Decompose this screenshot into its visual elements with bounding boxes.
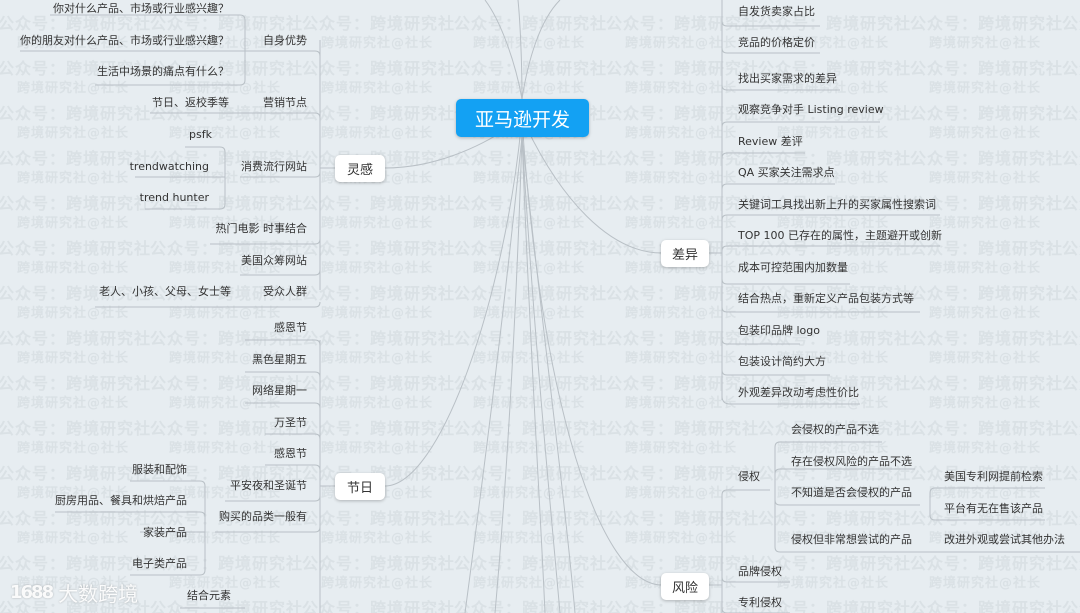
- topic-brand-infringement[interactable]: 品牌侵权: [738, 565, 782, 578]
- topic-infringement[interactable]: 侵权: [738, 470, 760, 483]
- topic-thanksgiving[interactable]: 感恩节: [274, 447, 307, 460]
- topic-trend-sites[interactable]: 消费流行网站: [241, 160, 307, 173]
- topic-item[interactable]: 你对什么产品、市场或行业感兴趣？: [53, 2, 229, 15]
- branch-node-risk[interactable]: 风险: [661, 573, 709, 600]
- topic-item[interactable]: 结合热点，重新定义产品包装方式等: [738, 292, 914, 305]
- topic-item[interactable]: 改进外观或尝试其他办法: [944, 533, 1065, 546]
- topic-hot-movies[interactable]: 热门电影 时事结合: [215, 222, 308, 235]
- topic-item[interactable]: 你的朋友对什么产品、市场或行业感兴趣？: [20, 34, 229, 47]
- topic-item[interactable]: 包装印品牌 logo: [738, 324, 820, 337]
- logo-text: 大数跨境: [58, 582, 139, 606]
- topic-item[interactable]: 节日、返校季等: [152, 96, 229, 109]
- topic-item[interactable]: 侵权但非常想尝试的产品: [791, 533, 912, 546]
- branch-label: 节日: [346, 481, 373, 496]
- topic-item[interactable]: psfk: [189, 128, 212, 141]
- topic-self-advantage[interactable]: 自身优势: [263, 34, 307, 47]
- topic-crowdfunding[interactable]: 美国众筹网站: [241, 254, 307, 267]
- topic-item[interactable]: 老人、小孩、父母、女士等: [99, 285, 231, 298]
- branch-node-inspiration[interactable]: 灵感: [335, 155, 385, 182]
- topic-black-friday[interactable]: 黑色星期五: [252, 353, 307, 366]
- topic-item[interactable]: 电子类产品: [132, 557, 187, 570]
- topic-item[interactable]: trendwatching: [129, 160, 209, 173]
- topic-categories[interactable]: 购买的品类一般有: [219, 510, 307, 523]
- topic-christmas[interactable]: 平安夜和圣诞节: [230, 479, 307, 492]
- topic-item[interactable]: 找出买家需求的差异: [738, 72, 837, 85]
- topic-item[interactable]: 观察竞争对手 Listing review: [738, 103, 884, 116]
- topic-item[interactable]: 美国专利网提前检索: [944, 470, 1043, 483]
- topic-item[interactable]: 不知道是否会侵权的产品: [791, 486, 912, 499]
- topic-item[interactable]: 厨房用品、餐具和烘焙产品: [55, 494, 187, 507]
- topic-cyber-monday[interactable]: 网络星期一: [252, 384, 307, 397]
- root-node[interactable]: 亚马逊开发: [456, 99, 589, 137]
- topic-item[interactable]: 会侵权的产品不选: [791, 423, 879, 436]
- topic-marketing-nodes[interactable]: 营销节点: [263, 96, 307, 109]
- topic-combine-elements[interactable]: 结合元素: [187, 589, 231, 602]
- branch-node-holidays[interactable]: 节日: [335, 473, 385, 500]
- topic-item[interactable]: 存在侵权风险的产品不选: [791, 455, 912, 468]
- branch-label: 风险: [671, 581, 698, 596]
- topic-item[interactable]: 关键词工具找出新上升的买家属性搜索词: [738, 198, 936, 211]
- topic-thanksgiving[interactable]: 感恩节: [274, 321, 307, 334]
- topic-item[interactable]: 生活中场景的痛点有什么？: [97, 65, 229, 78]
- topic-item[interactable]: 竞品的价格定价: [738, 36, 815, 49]
- topic-item[interactable]: 包装设计简约大方: [738, 355, 826, 368]
- root-node-label: 亚马逊开发: [474, 108, 570, 131]
- topic-item[interactable]: 自发货卖家占比: [738, 5, 815, 18]
- topic-item[interactable]: 成本可控范围内加数量: [738, 261, 848, 274]
- topic-item[interactable]: 平台有无在售该产品: [944, 502, 1043, 515]
- topic-item[interactable]: Review 差评: [738, 135, 803, 148]
- topic-item[interactable]: TOP 100 已存在的属性，主题避开或创新: [738, 229, 942, 242]
- topic-item[interactable]: 外观差异改动考虑性价比: [738, 386, 859, 399]
- branch-node-difference[interactable]: 差异: [661, 240, 709, 267]
- topic-audience[interactable]: 受众人群: [263, 285, 307, 298]
- topic-item[interactable]: QA 买家关注需求点: [738, 166, 835, 179]
- branch-label: 差异: [671, 248, 698, 263]
- topic-patent-infringement[interactable]: 专利侵权: [738, 596, 782, 609]
- topic-item[interactable]: 服装和配饰: [132, 463, 187, 476]
- topic-item[interactable]: 家装产品: [143, 526, 187, 539]
- topic-halloween[interactable]: 万圣节: [274, 416, 307, 429]
- topic-item[interactable]: trend hunter: [139, 191, 209, 204]
- brand-logo: 1688 大数跨境: [10, 578, 138, 607]
- logo-mark-icon: 1688: [10, 582, 54, 603]
- branch-label: 灵感: [346, 163, 373, 178]
